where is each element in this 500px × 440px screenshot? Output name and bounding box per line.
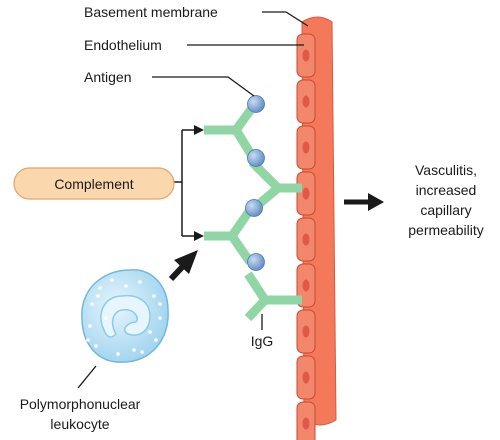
- endothelial-nucleus: [302, 325, 310, 338]
- polymorphonuclear-leukocyte: [81, 269, 169, 363]
- igg-antibody-upper: [204, 105, 256, 159]
- label-pmn-line2: leukocyte: [50, 416, 109, 432]
- label-outcome-line3: capillary: [420, 202, 471, 218]
- leukocyte-granule: [94, 344, 98, 348]
- endothelial-nucleus: [302, 95, 310, 108]
- leukocyte-granule: [98, 286, 102, 290]
- leukocyte-granule: [138, 280, 142, 284]
- arrowhead-upper: [194, 125, 204, 135]
- label-endothelium: Endothelium: [84, 37, 162, 53]
- igg-antibodies: [204, 105, 302, 322]
- label-pmn-line1: Polymorphonuclear: [20, 396, 141, 412]
- leukocyte-granule: [110, 278, 114, 282]
- label-complement: Complement: [54, 176, 133, 192]
- antigens: [245, 95, 265, 271]
- label-outcome-line1: Vasculitis,: [415, 162, 477, 178]
- leukocyte-granule: [96, 294, 100, 298]
- complement-box: [13, 167, 175, 200]
- leukocyte-granule: [158, 302, 162, 306]
- endothelial-nucleus: [302, 233, 310, 246]
- leukocyte-granule: [116, 352, 120, 356]
- label-outcome-line4: permeability: [408, 222, 483, 238]
- leukocyte-granule: [86, 338, 90, 342]
- leukocyte-granule: [104, 316, 108, 320]
- outcome-arrow: [344, 193, 384, 211]
- endothelial-nucleus: [302, 417, 310, 430]
- endothelial-nucleus: [302, 187, 310, 200]
- leukocyte-granule: [90, 302, 94, 306]
- igg-antibody-left-lower: [204, 207, 254, 265]
- antigen-1: [247, 95, 265, 113]
- label-outcome-line2: increased: [416, 182, 477, 198]
- leukocyte-granule: [152, 294, 156, 298]
- antigen-4: [247, 253, 265, 271]
- leukocyte-nucleus: [100, 294, 151, 338]
- leukocyte-granule: [88, 324, 92, 328]
- complement-connector: [174, 129, 196, 237]
- leukocyte-granule: [148, 330, 152, 334]
- endothelial-nucleus: [302, 371, 310, 384]
- endothelial-nucleus: [302, 279, 310, 292]
- antigen-3: [245, 199, 263, 217]
- leukocyte-arrow: [168, 250, 198, 282]
- igg-antibody-lower: [244, 271, 302, 322]
- endothelial-nucleus: [302, 49, 310, 62]
- arrowhead-lower: [194, 231, 204, 241]
- leukocyte-granule: [140, 350, 144, 354]
- leukocyte-granule: [158, 316, 162, 320]
- endothelium: [296, 33, 316, 440]
- leader-lines: [77, 11, 309, 389]
- leukocyte-granule: [154, 338, 158, 342]
- label-antigen: Antigen: [84, 69, 131, 85]
- endothelial-nucleus: [302, 141, 310, 154]
- antigen-2: [247, 149, 265, 167]
- label-igg: IgG: [251, 333, 274, 349]
- leukocyte-granule: [132, 348, 136, 352]
- leukocyte-granule: [124, 284, 128, 288]
- label-basement-membrane: Basement membrane: [84, 4, 218, 20]
